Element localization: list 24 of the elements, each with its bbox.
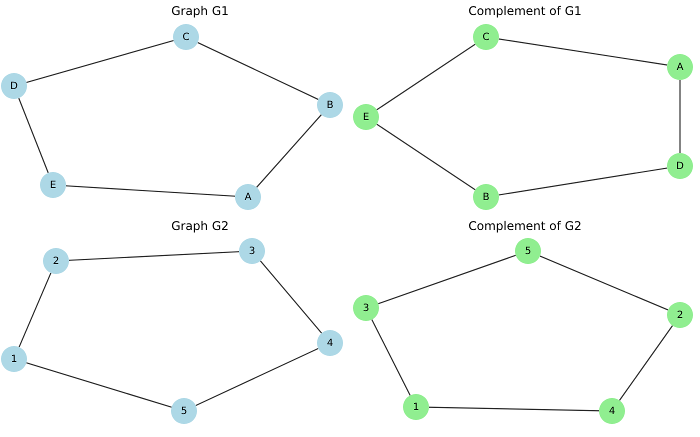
graph-title: Graph G1: [171, 3, 229, 20]
edge-line: [196, 348, 318, 406]
edge-line: [376, 124, 476, 190]
edge-line: [66, 185, 236, 197]
edge-line: [256, 114, 322, 188]
edge-line: [18, 98, 49, 174]
edge-line: [498, 38, 668, 66]
edge-line: [18, 272, 52, 348]
edge-line: [26, 362, 172, 408]
edge-line: [260, 260, 322, 334]
edge-line: [428, 406, 600, 412]
edge-line: [498, 167, 668, 196]
edge-line: [68, 251, 240, 261]
edge-line: [26, 40, 174, 84]
edge-line: [198, 42, 318, 100]
edge-line: [540, 256, 668, 310]
graph-title: Complement of G1: [468, 3, 582, 20]
edge-line: [371, 319, 411, 396]
graph-title: Complement of G2: [468, 218, 582, 235]
edge-line: [376, 44, 476, 110]
edge-line: [679, 80, 681, 153]
edge-line: [378, 254, 516, 304]
graph-title: Graph G2: [171, 218, 229, 235]
edge-line: [619, 325, 673, 401]
